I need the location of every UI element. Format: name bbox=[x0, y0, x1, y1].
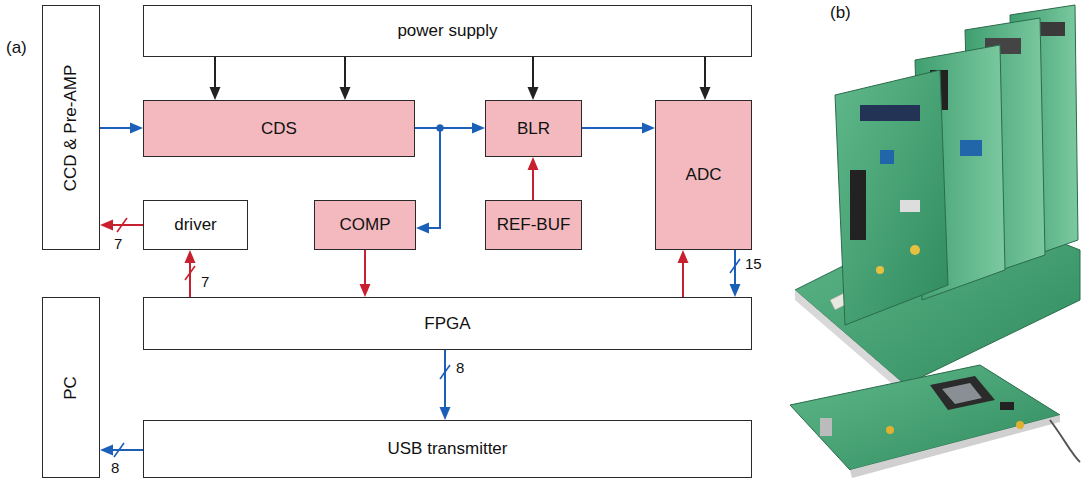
bus-width: 7 bbox=[200, 274, 210, 290]
signal-arrow bbox=[340, 57, 351, 100]
ccd-box: CCD & Pre-AMP bbox=[42, 5, 100, 250]
signal-arrow bbox=[528, 57, 539, 100]
signal-arrow bbox=[415, 125, 444, 234]
block-label: power supply bbox=[397, 21, 497, 41]
signal-arrow bbox=[100, 443, 143, 457]
block-label: BLR bbox=[517, 119, 550, 139]
fpga-box: FPGA bbox=[143, 297, 752, 350]
signal-arrow bbox=[440, 350, 451, 420]
signal-arrow bbox=[185, 250, 196, 297]
signal-arrow bbox=[582, 123, 655, 134]
adc-block: ADC bbox=[655, 100, 752, 250]
bus-width: 8 bbox=[455, 360, 465, 376]
driver-box: driver bbox=[143, 200, 248, 250]
block-label: USB transmitter bbox=[388, 439, 508, 459]
panel-label: (a) bbox=[6, 38, 27, 58]
ref-buf-block: REF-BUF bbox=[485, 200, 582, 250]
signal-arrow bbox=[528, 157, 539, 200]
bus-width: 8 bbox=[110, 460, 120, 476]
block-label: COMP bbox=[340, 215, 391, 235]
block-label: CDS bbox=[261, 119, 297, 139]
block-label: ADC bbox=[686, 165, 722, 185]
bus-width: 7 bbox=[113, 236, 123, 252]
signal-arrow bbox=[100, 218, 143, 232]
signal-arrow bbox=[678, 250, 689, 297]
block-label: PC bbox=[61, 376, 81, 400]
bus-width: 15 bbox=[744, 256, 763, 272]
cds-block: CDS bbox=[143, 100, 415, 157]
power-supply-box: power supply bbox=[143, 5, 752, 57]
signal-arrow bbox=[210, 57, 221, 100]
signal-arrow bbox=[100, 123, 143, 134]
pc-box: PC bbox=[42, 297, 100, 478]
block-label: driver bbox=[174, 215, 217, 235]
block-label: FPGA bbox=[424, 314, 470, 334]
panel-label: (b) bbox=[830, 3, 851, 23]
signal-arrow bbox=[700, 57, 711, 100]
comp-block: COMP bbox=[314, 200, 416, 250]
usb-box: USB transmitter bbox=[143, 420, 752, 478]
signal-arrow bbox=[730, 250, 741, 297]
block-label: CCD & Pre-AMP bbox=[61, 64, 81, 191]
block-label: REF-BUF bbox=[497, 215, 571, 235]
blr-block: BLR bbox=[485, 100, 582, 157]
signal-arrow bbox=[360, 250, 371, 297]
